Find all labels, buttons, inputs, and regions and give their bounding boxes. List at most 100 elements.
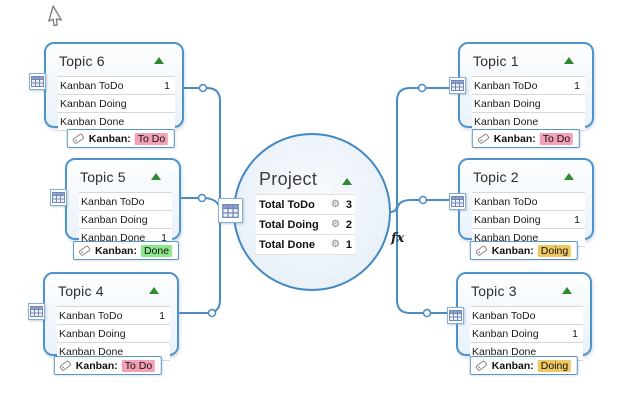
table-row: Kanban Doing: [472, 95, 585, 113]
kanban-table: Kanban ToDo Kanban Doing 1 Kanban Done: [470, 306, 583, 361]
tag-icon: [59, 360, 72, 371]
gear-icon[interactable]: ⚙: [331, 198, 340, 210]
row-label: Kanban Doing: [60, 97, 127, 110]
kanban-table: Kanban ToDo 1 Kanban Doing Kanban Done: [472, 76, 585, 131]
row-label: Kanban ToDo: [81, 195, 145, 208]
tag-value: Doing: [537, 244, 572, 257]
row-label: Kanban Done: [472, 345, 537, 358]
gear-icon[interactable]: ⚙: [331, 238, 340, 250]
topic-box-1[interactable]: Topic 1 Kanban ToDo 1 Kanban Doing Kanban…: [458, 42, 594, 131]
table-row: Kanban Doing: [57, 325, 170, 343]
central-topic-title: Project: [259, 169, 318, 189]
row-label: Kanban Doing: [472, 327, 539, 340]
spreadsheet-icon[interactable]: [29, 73, 46, 90]
row-value: 1: [574, 79, 580, 92]
kanban-tag[interactable]: Kanban: Doing: [469, 241, 579, 260]
row-label: Kanban Done: [474, 115, 539, 128]
table-row: Kanban Doing 1: [470, 325, 583, 343]
topic-title: Topic 5: [80, 168, 126, 185]
row-label: Kanban Done: [81, 231, 146, 244]
mouse-cursor-icon: [45, 4, 67, 33]
row-label: Kanban Done: [59, 345, 124, 358]
formula-fx-indicator: fx: [391, 231, 405, 246]
row-value: 1: [161, 231, 167, 244]
row-value: 1: [574, 213, 580, 226]
tag-value: Done: [140, 244, 173, 257]
table-row: Kanban ToDo: [472, 193, 585, 211]
topic-title: Topic 4: [58, 282, 104, 299]
topic-title: Topic 6: [59, 52, 105, 69]
table-row: Kanban ToDo: [79, 193, 172, 211]
row-label: Total ToDo: [259, 198, 315, 211]
row-value: 1: [345, 238, 352, 251]
kanban-table: Kanban ToDo 1 Kanban Doing Kanban Done: [57, 306, 170, 361]
kanban-tag[interactable]: Kanban: To Do: [471, 129, 581, 148]
row-value: 1: [572, 327, 578, 340]
collapse-triangle-icon[interactable]: [154, 57, 164, 64]
tag-label: Kanban:: [75, 359, 118, 372]
collapse-triangle-icon[interactable]: [564, 57, 574, 64]
table-row: Kanban Doing: [79, 211, 172, 229]
kanban-tag[interactable]: Kanban: To Do: [66, 129, 176, 148]
spreadsheet-icon[interactable]: [218, 198, 243, 223]
tag-label: Kanban:: [491, 359, 534, 372]
collapse-triangle-icon[interactable]: [149, 287, 159, 294]
topic-box-4[interactable]: Topic 4 Kanban ToDo 1 Kanban Doing Kanban…: [43, 272, 179, 361]
gear-icon[interactable]: ⚙: [331, 218, 340, 230]
tag-icon: [477, 133, 490, 144]
row-label: Kanban ToDo: [59, 309, 123, 322]
spreadsheet-icon[interactable]: [449, 193, 466, 210]
row-value: 3: [345, 198, 352, 211]
table-row: Kanban ToDo 1: [472, 77, 585, 95]
row-label: Total Done: [259, 238, 316, 251]
table-row: Kanban ToDo: [470, 307, 583, 325]
table-row: Kanban Doing: [58, 95, 175, 113]
table-row: Total ToDo ⚙ 3: [256, 194, 355, 215]
junction-dot: [422, 308, 432, 318]
row-label: Kanban ToDo: [474, 79, 538, 92]
tag-icon: [475, 360, 488, 371]
junction-dot: [418, 195, 428, 205]
collapse-triangle-icon[interactable]: [342, 178, 352, 185]
spreadsheet-icon[interactable]: [449, 77, 466, 94]
kanban-tag[interactable]: Kanban: Doing: [469, 356, 579, 375]
collapse-triangle-icon[interactable]: [151, 173, 161, 180]
row-label: Total Doing: [259, 218, 319, 231]
row-value: 1: [159, 309, 165, 322]
tag-label: Kanban:: [88, 132, 131, 145]
topic-box-5[interactable]: Topic 5 Kanban ToDo Kanban Doing Kanban …: [65, 158, 181, 247]
table-row: Kanban Done: [58, 113, 175, 131]
row-label: Kanban Doing: [59, 327, 126, 340]
table-row: Total Done ⚙ 1: [256, 235, 355, 255]
kanban-tag[interactable]: Kanban: To Do: [53, 356, 163, 375]
row-label: Kanban Done: [474, 231, 539, 244]
row-label: Kanban Doing: [81, 213, 148, 226]
project-totals-table: Total ToDo ⚙ 3 Total Doing ⚙ 2 Total Don…: [256, 194, 355, 255]
junction-dot: [198, 83, 208, 93]
spreadsheet-icon[interactable]: [28, 303, 45, 320]
row-label: Kanban ToDo: [474, 195, 538, 208]
tag-label: Kanban:: [94, 244, 137, 257]
row-label: Kanban Doing: [474, 97, 541, 110]
topic-title: Topic 1: [473, 52, 519, 69]
tag-icon: [72, 133, 85, 144]
tag-value: Doing: [537, 359, 572, 372]
spreadsheet-icon[interactable]: [50, 189, 67, 206]
junction-dot: [197, 193, 207, 203]
row-label: Kanban ToDo: [60, 79, 124, 92]
row-label: Kanban Done: [60, 115, 125, 128]
tag-icon: [78, 245, 91, 256]
kanban-tag[interactable]: Kanban: Done: [72, 241, 180, 260]
tag-value: To Do: [134, 132, 169, 145]
collapse-triangle-icon[interactable]: [562, 287, 572, 294]
spreadsheet-icon[interactable]: [447, 307, 464, 324]
tag-value: To Do: [121, 359, 156, 372]
collapse-triangle-icon[interactable]: [564, 173, 574, 180]
